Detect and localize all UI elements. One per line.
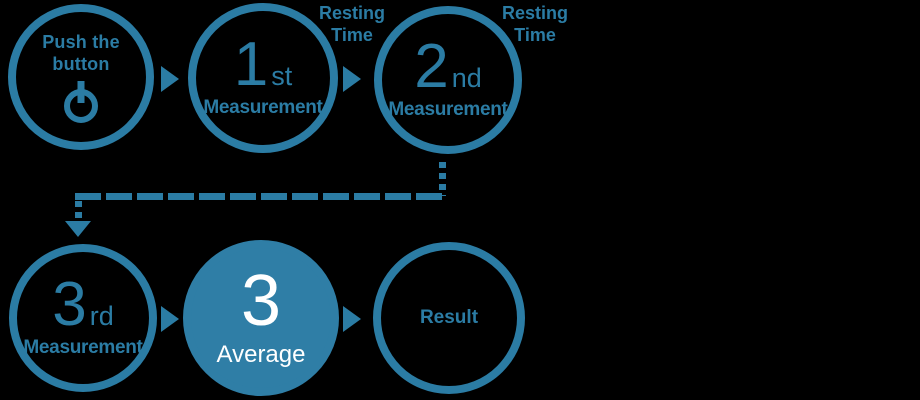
step-circle-average: 3 Average [183, 240, 339, 396]
first-number: 1 [233, 30, 269, 100]
arrow-right-icon [161, 66, 179, 92]
arrow-right-icon [343, 66, 361, 92]
average-label: Average [216, 341, 306, 369]
resting-time-1-line2: Time [331, 25, 373, 45]
step-circle-push-button: Push the button [8, 4, 154, 150]
third-measurement-label: Measurement [23, 336, 143, 358]
resting-time-label-2: Resting Time [493, 2, 577, 46]
average-number: 3 [240, 260, 282, 341]
resting-time-label-1: Resting Time [310, 2, 394, 46]
dashed-connector-vertical-right [439, 162, 446, 196]
result-label: Result [419, 307, 479, 328]
push-button-label-line2: button [52, 53, 110, 74]
arrow-down-icon [65, 221, 91, 237]
step-circle-result: Result [373, 242, 525, 394]
dashed-connector-vertical-left [75, 201, 82, 222]
arrow-right-icon [161, 306, 179, 332]
resting-time-2-line1: Resting [501, 3, 568, 23]
third-number: 3 [52, 270, 87, 340]
third-ordinal: rd [89, 301, 114, 332]
arrow-right-icon [343, 306, 361, 332]
first-measurement-label: Measurement [203, 96, 323, 118]
power-icon [64, 80, 98, 123]
resting-time-1-line1: Resting [318, 3, 385, 23]
dashed-connector-horizontal [75, 193, 446, 200]
resting-time-2-line2: Time [514, 25, 556, 45]
second-ordinal: nd [451, 63, 482, 94]
second-measurement-label: Measurement [388, 98, 508, 120]
first-ordinal: st [271, 61, 293, 92]
push-button-label-line1: Push the [42, 31, 120, 52]
second-number: 2 [414, 32, 449, 102]
